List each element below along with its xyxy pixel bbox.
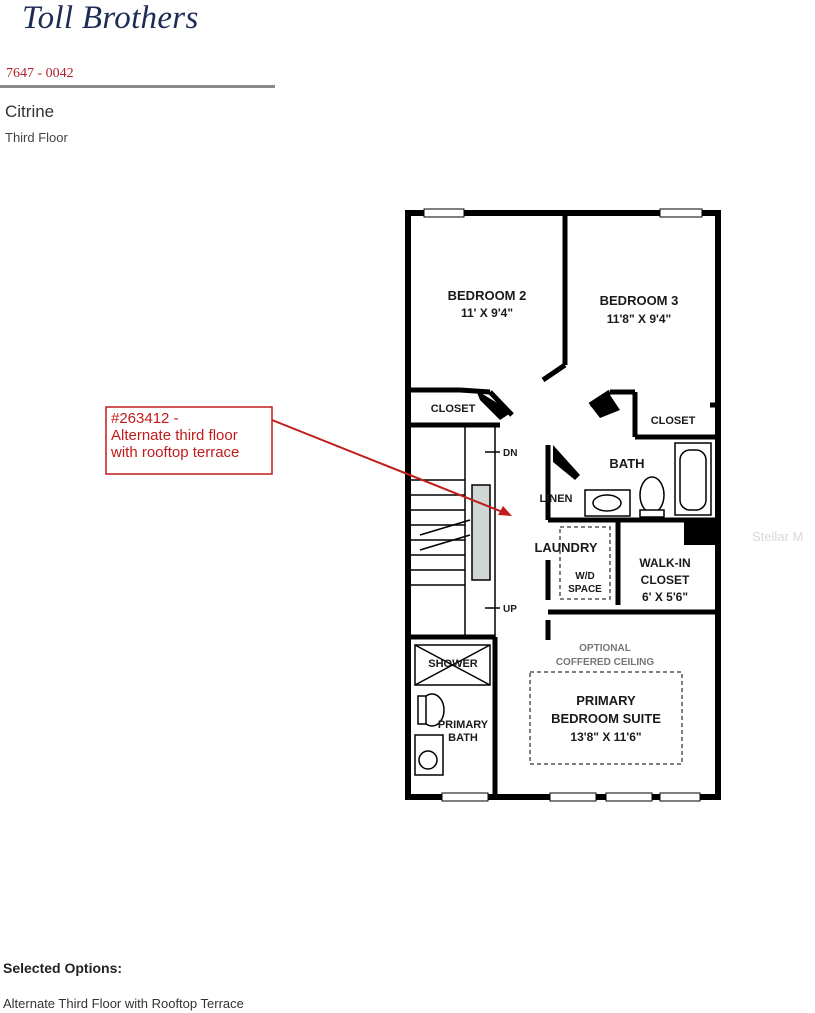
wd-space-line1: W/D: [575, 571, 594, 582]
bedroom3-label: BEDROOM 3: [600, 293, 679, 308]
primary-size: 13'8" X 11'6": [570, 730, 641, 744]
primary-bath-line1: PRIMARY: [438, 719, 489, 731]
laundry-label: LAUNDRY: [534, 540, 597, 555]
model-name: Citrine: [5, 102, 55, 121]
optional-line1: OPTIONAL: [579, 643, 631, 654]
watermark: Stellar M: [752, 529, 804, 544]
walkin-line1: WALK-IN: [639, 556, 690, 570]
stair-dn-label: DN: [503, 448, 517, 459]
stair-up-label: UP: [503, 604, 517, 615]
bedroom3-size: 11'8" X 9'4": [607, 312, 671, 326]
primary-line1: PRIMARY: [576, 693, 636, 708]
dashed-outlines: [529, 526, 683, 765]
selected-options-title: Selected Options:: [3, 960, 123, 976]
brand-logo: Toll Brothers: [22, 0, 199, 36]
closet-right-label: CLOSET: [651, 415, 696, 427]
callout-text: #263412 - Alternate third floor with roo…: [111, 410, 281, 461]
plan-number: 7647 - 0042: [6, 66, 74, 81]
callout-line3: with rooftop terrace: [111, 444, 240, 461]
walkin-line2: CLOSET: [641, 573, 690, 587]
bedroom2-label: BEDROOM 2: [448, 288, 527, 303]
header-divider: [0, 85, 275, 88]
optional-line2: COFFERED CEILING: [556, 657, 655, 668]
walkin-size: 6' X 5'6": [642, 590, 688, 604]
callout-line2: Alternate third floor: [111, 427, 238, 444]
bath-fixtures: [414, 442, 712, 776]
door-swings: [476, 390, 718, 545]
primary-bath-line2: BATH: [448, 732, 478, 744]
bath-label: BATH: [609, 456, 644, 471]
primary-line2: BEDROOM SUITE: [551, 711, 661, 726]
linen-label: LINEN: [540, 493, 573, 505]
callout-line1: #263412 -: [111, 410, 179, 427]
selected-option-item: Alternate Third Floor with Rooftop Terra…: [3, 996, 244, 1011]
callout: [105, 406, 512, 516]
bedroom2-size: 11' X 9'4": [461, 306, 513, 320]
closet-left-label: CLOSET: [431, 403, 476, 415]
windows: [423, 208, 703, 802]
wd-space-line2: SPACE: [568, 584, 602, 595]
floor-name: Third Floor: [5, 130, 68, 145]
shower-label: SHOWER: [428, 658, 478, 670]
stairs: [408, 425, 500, 637]
